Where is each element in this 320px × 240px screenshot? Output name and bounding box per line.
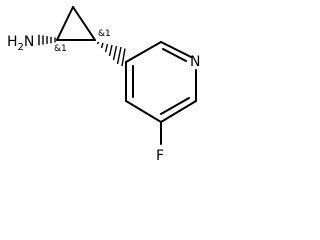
amine-label: H2N — [7, 34, 34, 53]
stereo-label-right: &1 — [98, 29, 111, 39]
cyclopropane-ring — [56, 6, 96, 41]
pyridine-bond-c5-c4 — [125, 100, 162, 123]
pyridine-bond-c6-c5-inner — [160, 97, 190, 115]
pyridine-bond-c6-c5 — [160, 100, 197, 123]
pyridine-ring — [125, 41, 197, 145]
pyridine-nitrogen-label: N — [190, 54, 200, 70]
stereo-label-left: &1 — [54, 44, 67, 54]
hashed-wedge-bond-amine — [38, 34, 56, 46]
hashed-wedge-bond-pyridine — [96, 41, 126, 67]
pyridine-bond-c2-n1 — [160, 41, 192, 58]
cyclopropane-bond-right — [72, 6, 96, 41]
cyclopropane-bond-top — [56, 6, 74, 41]
chemical-structure-diagram: H2N N F &1 &1 — [7, 6, 200, 164]
fluorine-label: F — [156, 148, 164, 164]
pyridine-bond-c3-c2 — [125, 41, 162, 63]
pyridine-bond-c2-n1-inner — [162, 48, 187, 62]
